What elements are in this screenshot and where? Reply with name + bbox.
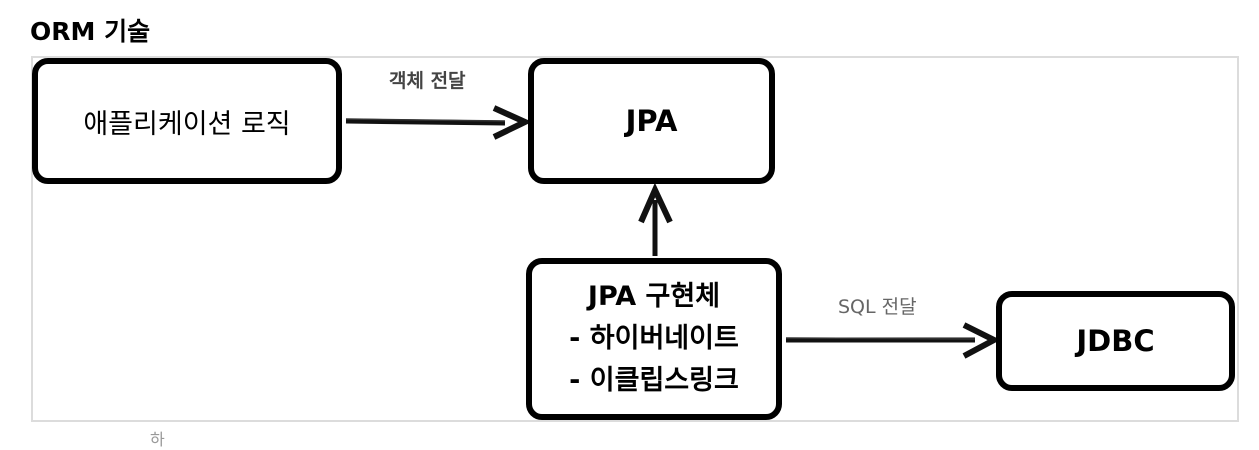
node-jpa-impl-line3: - 이클립스링크 [569, 365, 739, 396]
node-jdbc-label: JDBC [1076, 324, 1155, 358]
node-jpa: JPA [528, 58, 775, 184]
page-title: ORM 기술 [30, 17, 151, 46]
node-application-logic: 애플리케이션 로직 [32, 58, 342, 184]
node-jpa-impl-line2: - 하이버네이트 [569, 323, 739, 354]
edge-label-sql-transfer: SQL 전달 [838, 296, 917, 318]
node-jpa-impl-line1: JPA 구현체 [587, 281, 721, 312]
node-jpa-implementation: JPA 구현체 - 하이버네이트 - 이클립스링크 [526, 258, 782, 420]
footer-text-fragment: 하 [150, 430, 165, 449]
node-jpa-label: JPA [625, 104, 678, 138]
node-jdbc: JDBC [996, 291, 1235, 391]
node-application-logic-label: 애플리케이션 로직 [83, 108, 291, 140]
edge-label-object-transfer: 객체 전달 [389, 70, 466, 92]
